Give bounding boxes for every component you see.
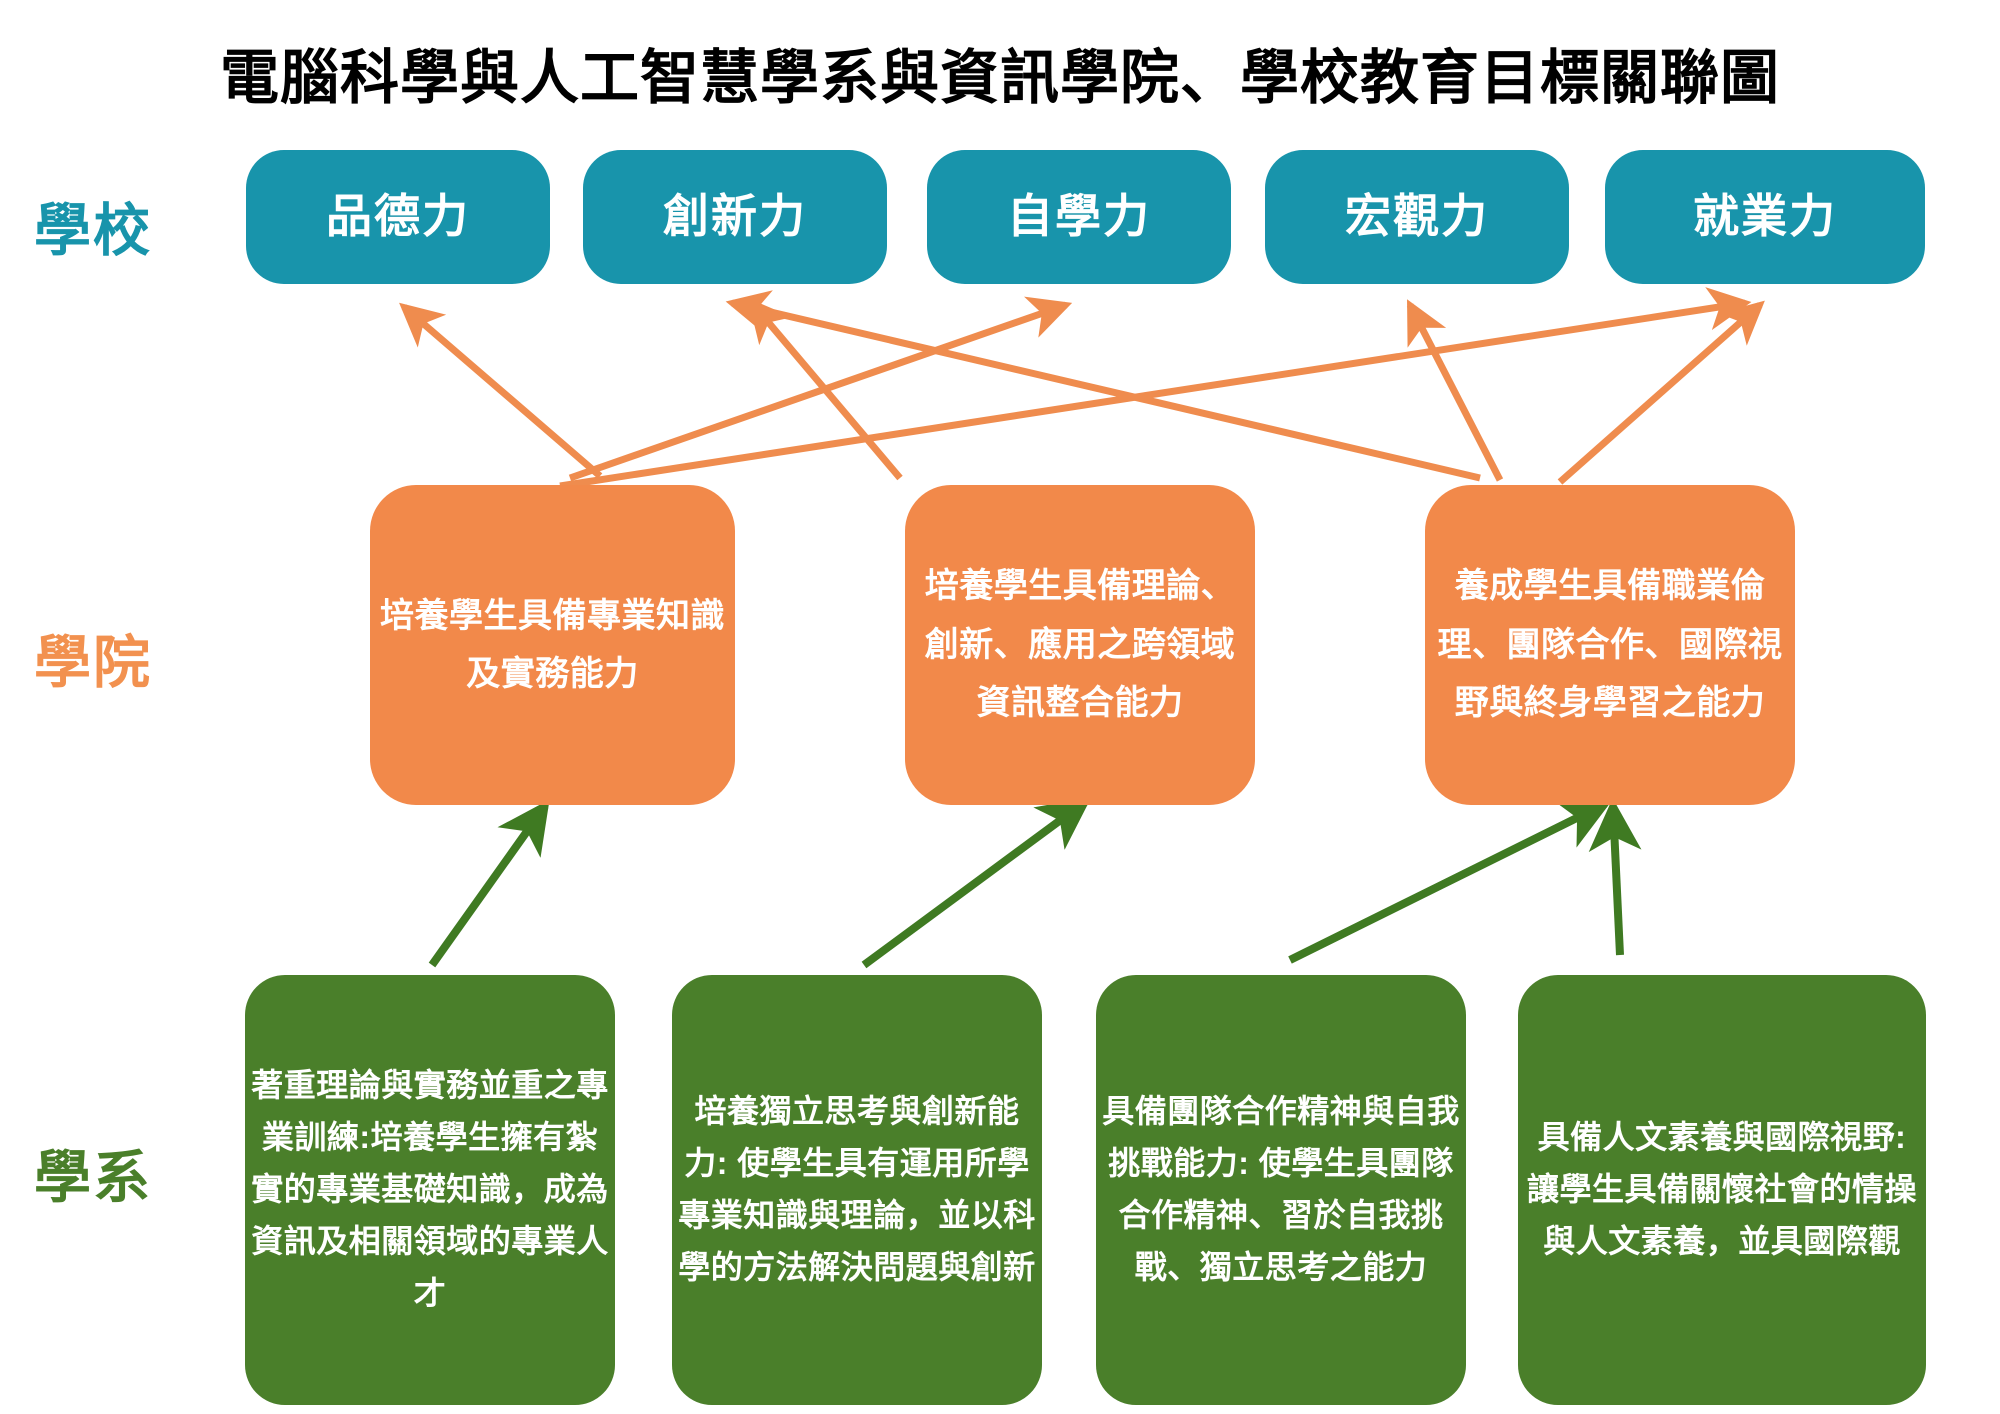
department-goal-3[interactable]: 具備團隊合作精神與自我挑戰能力: 使學生具團隊合作精神、習於自我挑戰、獨立思考之… [1096,975,1466,1405]
arrow-c3-s2 [725,290,1481,482]
school-goal-5[interactable]: 就業力 [1605,150,1925,284]
school-goal-3[interactable]: 自學力 [927,150,1231,284]
arrow-c3-s5 [1557,300,1765,485]
school-goal-5-label: 就業力 [1693,190,1837,243]
school-goal-1-label: 品德力 [326,190,470,243]
department-goal-2-label: 培養獨立思考與創新能力: 使學生具有運用所學專業知識與理論，並以科學的方法解決問… [678,1093,1036,1285]
department-to-college-arrows [428,797,1642,969]
school-goal-4-label: 宏觀力 [1345,190,1489,243]
college-goal-2-label: 培養學生具備理論、創新、應用之跨領域資訊整合能力 [924,567,1236,723]
arrow-d1-c1 [428,799,550,968]
department-goal-2[interactable]: 培養獨立思考與創新能力: 使學生具有運用所學專業知識與理論，並以科學的方法解決問… [672,975,1042,1405]
school-goal-1[interactable]: 品德力 [246,150,550,284]
school-goal-2[interactable]: 創新力 [583,150,887,284]
department-goal-3-label: 具備團隊合作精神與自我挑戰能力: 使學生具團隊合作精神、習於自我挑戰、獨立思考之… [1102,1093,1460,1285]
department-goal-4[interactable]: 具備人文素養與國際視野: 讓學生具備關懷社會的情操與人文素養，並具國際觀 [1518,975,1926,1405]
college-goal-3-label: 養成學生具備職業倫理、團隊合作、國際視野與終身學習之能力 [1437,567,1783,723]
school-goal-4[interactable]: 宏觀力 [1265,150,1569,284]
row-label-department: 學系 [34,1146,152,1210]
arrow-c2-s2 [747,298,903,481]
row-label-college: 學院 [34,631,152,695]
school-goal-3-label: 自學力 [1007,190,1151,243]
arrow-c1-s3 [568,296,1073,482]
college-goal-2[interactable]: 培養學生具備理論、創新、應用之跨領域資訊整合能力 [905,485,1255,805]
college-goal-1-label: 培養學生具備專業知識及實務能力 [380,596,725,693]
arrow-c3-s4 [1406,299,1504,482]
school-goal-2-label: 創新力 [663,190,807,243]
arrow-d2-c2 [861,797,1092,969]
row-label-school: 學校 [34,199,152,263]
college-goal-1[interactable]: 培養學生具備專業知識及實務能力 [370,485,735,805]
arrow-d4-c3 [1588,798,1642,956]
college-to-school-arrows [399,287,1765,490]
arrow-d3-c3 [1288,800,1613,964]
college-goal-3[interactable]: 養成學生具備職業倫理、團隊合作、國際視野與終身學習之能力 [1425,485,1795,805]
page-title: 電腦科學與人工智慧學系與資訊學院、學校教育目標關聯圖 [219,45,1780,111]
department-goal-1-label: 著重理論與實務並重之專業訓練:培養學生擁有紮實的專業基礎知識，成為資訊及相關領域… [251,1067,609,1311]
arrow-c1-s1 [399,302,603,479]
department-goal-4-label: 具備人文素養與國際視野: 讓學生具備關懷社會的情操與人文素養，並具國際觀 [1526,1119,1917,1259]
department-goal-1[interactable]: 著重理論與實務並重之專業訓練:培養學生擁有紮實的專業基礎知識，成為資訊及相關領域… [245,975,615,1405]
arrow-c1-s5 [559,287,1752,490]
